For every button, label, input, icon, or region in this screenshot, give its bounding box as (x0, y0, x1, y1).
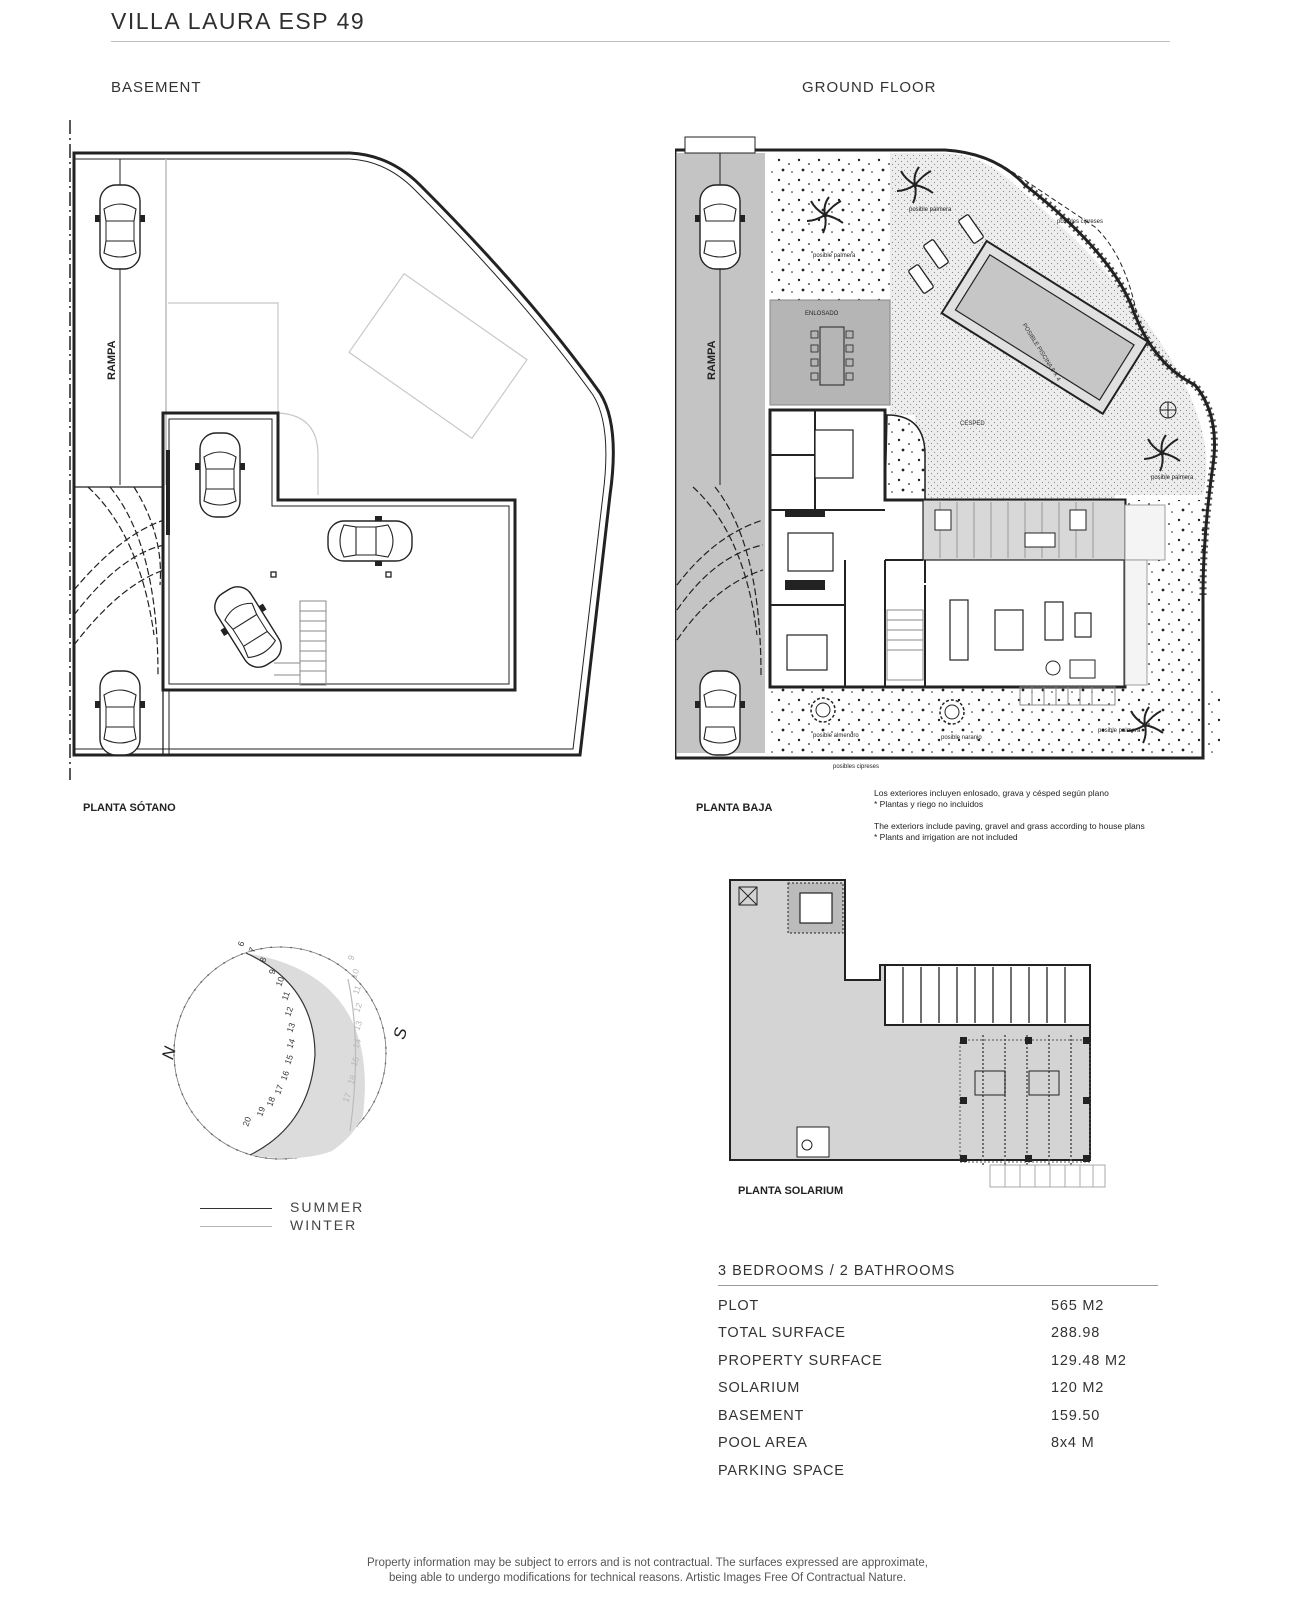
almond-label: posible almendro (813, 733, 859, 739)
sun-hour-label-summer: 13 (284, 1021, 297, 1034)
spec-value: 159.50 (1051, 1408, 1101, 1424)
ground-plan-label: PLANTA BAJA (696, 802, 773, 814)
sun-hour-label-summer: 12 (282, 1005, 295, 1018)
sun-hour-label-summer: 14 (284, 1037, 297, 1050)
winter-legend-label: WINTER (290, 1217, 358, 1233)
bedrooms-bathrooms-heading: 3 BEDROOMS / 2 BATHROOMS (718, 1263, 956, 1279)
north-label: N (158, 1044, 180, 1061)
winter-legend-swatch (200, 1226, 272, 1227)
note-es-line-2: * Plantas y riego no incluidos (874, 799, 984, 809)
spec-row-parking-space: PARKING SPACE (718, 1463, 1158, 1490)
spec-value: 129.48 M2 (1051, 1353, 1127, 1369)
note-en-line-2: * Plants and irrigation are not included (874, 832, 1018, 842)
basement-plan: RAMPA (69, 120, 615, 780)
spec-row-plot: PLOT 565 M2 (718, 1298, 1158, 1325)
ground-ramp-label: RAMPA (706, 340, 718, 380)
sun-hour-label-summer: 10 (273, 975, 286, 988)
exterior-note-es: Los exteriores incluyen enlosado, grava … (874, 788, 1109, 810)
sun-hour-label-winter: 9 (345, 954, 356, 962)
sun-hour-label-winter: 17 (340, 1091, 353, 1104)
sun-hour-label-summer: 8 (257, 956, 268, 964)
exterior-note-en: The exteriors include paving, gravel and… (874, 821, 1145, 843)
spec-value: 8x4 M (1051, 1435, 1095, 1451)
solarium-plan (729, 879, 1106, 1188)
palm-label-4: posible palmera (1098, 728, 1141, 734)
cypress-label-2: posibles cipreses (833, 764, 879, 770)
cypress-label-1: posibles cipreses (1057, 219, 1103, 225)
spec-value: 120 M2 (1051, 1380, 1105, 1396)
enlosado-label: ENLOSADO (805, 311, 839, 317)
basement-plan-label: PLANTA SÓTANO (83, 802, 176, 814)
sun-hour-label-summer: 7 (246, 946, 257, 954)
note-es-line-1: Los exteriores incluyen enlosado, grava … (874, 788, 1109, 798)
spec-value: 565 M2 (1051, 1298, 1105, 1314)
ground-floor-heading: GROUND FLOOR (802, 79, 937, 96)
note-en-line-1: The exteriors include paving, gravel and… (874, 821, 1145, 831)
sun-hour-label-winter: 13 (351, 1019, 364, 1032)
spec-label: PLOT (718, 1298, 760, 1314)
sun-hour-label-winter: 10 (348, 967, 361, 980)
spec-row-property-surface: PROPERTY SURFACE 129.48 M2 (718, 1353, 1158, 1380)
palm-label-3: posible palmera (1151, 475, 1194, 481)
spec-row-total-surface: TOTAL SURFACE 288.98 (718, 1325, 1158, 1352)
summer-legend-label: SUMMER (290, 1199, 365, 1215)
south-label: S (390, 1025, 411, 1042)
spec-label: TOTAL SURFACE (718, 1325, 846, 1341)
summer-legend-swatch (200, 1208, 272, 1209)
document-title: VILLA LAURA ESP 49 (111, 8, 366, 34)
palm-label-2: posible palmera (813, 253, 856, 259)
specs-divider (718, 1285, 1158, 1286)
spec-row-solarium: SOLARIUM 120 M2 (718, 1380, 1158, 1407)
disclaimer-line-2: being able to undergo modifications for … (388, 1572, 907, 1584)
spec-value: 288.98 (1051, 1325, 1101, 1341)
sun-hour-label-winter: 11 (350, 984, 363, 996)
title-divider (111, 41, 1170, 42)
palm-label-1: posible palmera (909, 207, 952, 213)
sun-hour-label-summer: 17 (272, 1083, 285, 1096)
cesped-label: CESPED (960, 421, 985, 427)
basement-ramp-label: RAMPA (106, 340, 118, 380)
sun-hour-label-winter: 12 (351, 1001, 364, 1014)
solarium-plan-label: PLANTA SOLARIUM (738, 1185, 844, 1197)
basement-heading: BASEMENT (111, 79, 202, 96)
sun-hour-label-winter: 16 (345, 1073, 358, 1086)
sun-hour-label-summer: 6 (235, 940, 246, 948)
spec-label: POOL AREA (718, 1435, 808, 1451)
sun-hour-label-winter: 15 (348, 1055, 361, 1068)
orange-label: posible naranjo (941, 735, 982, 741)
spec-label: BASEMENT (718, 1408, 805, 1424)
sun-hour-label-summer: 9 (266, 968, 277, 976)
sun-hour-label-summer: 18 (264, 1095, 277, 1108)
sun-hour-label-winter: 14 (350, 1037, 363, 1050)
spec-label: PROPERTY SURFACE (718, 1353, 883, 1369)
sun-hour-label-summer: 11 (279, 990, 292, 1002)
sun-hour-label-summer: 20 (240, 1115, 253, 1128)
sun-hour-label-summer: 15 (282, 1053, 295, 1066)
spec-row-pool-area: POOL AREA 8x4 M (718, 1435, 1158, 1462)
disclaimer: Property information may be subject to e… (200, 1556, 1095, 1586)
disclaimer-line-1: Property information may be subject to e… (366, 1557, 928, 1569)
spec-row-basement: BASEMENT 159.50 (718, 1408, 1158, 1435)
ground-floor-plan: RAMPA ENLOSADO POSIBLE PISCINA 8 X 4 CES… (675, 136, 1220, 770)
spec-label: PARKING SPACE (718, 1463, 845, 1479)
sun-hour-label-summer: 16 (278, 1069, 291, 1082)
sun-hour-label-summer: 19 (254, 1105, 267, 1118)
spec-label: SOLARIUM (718, 1380, 801, 1396)
